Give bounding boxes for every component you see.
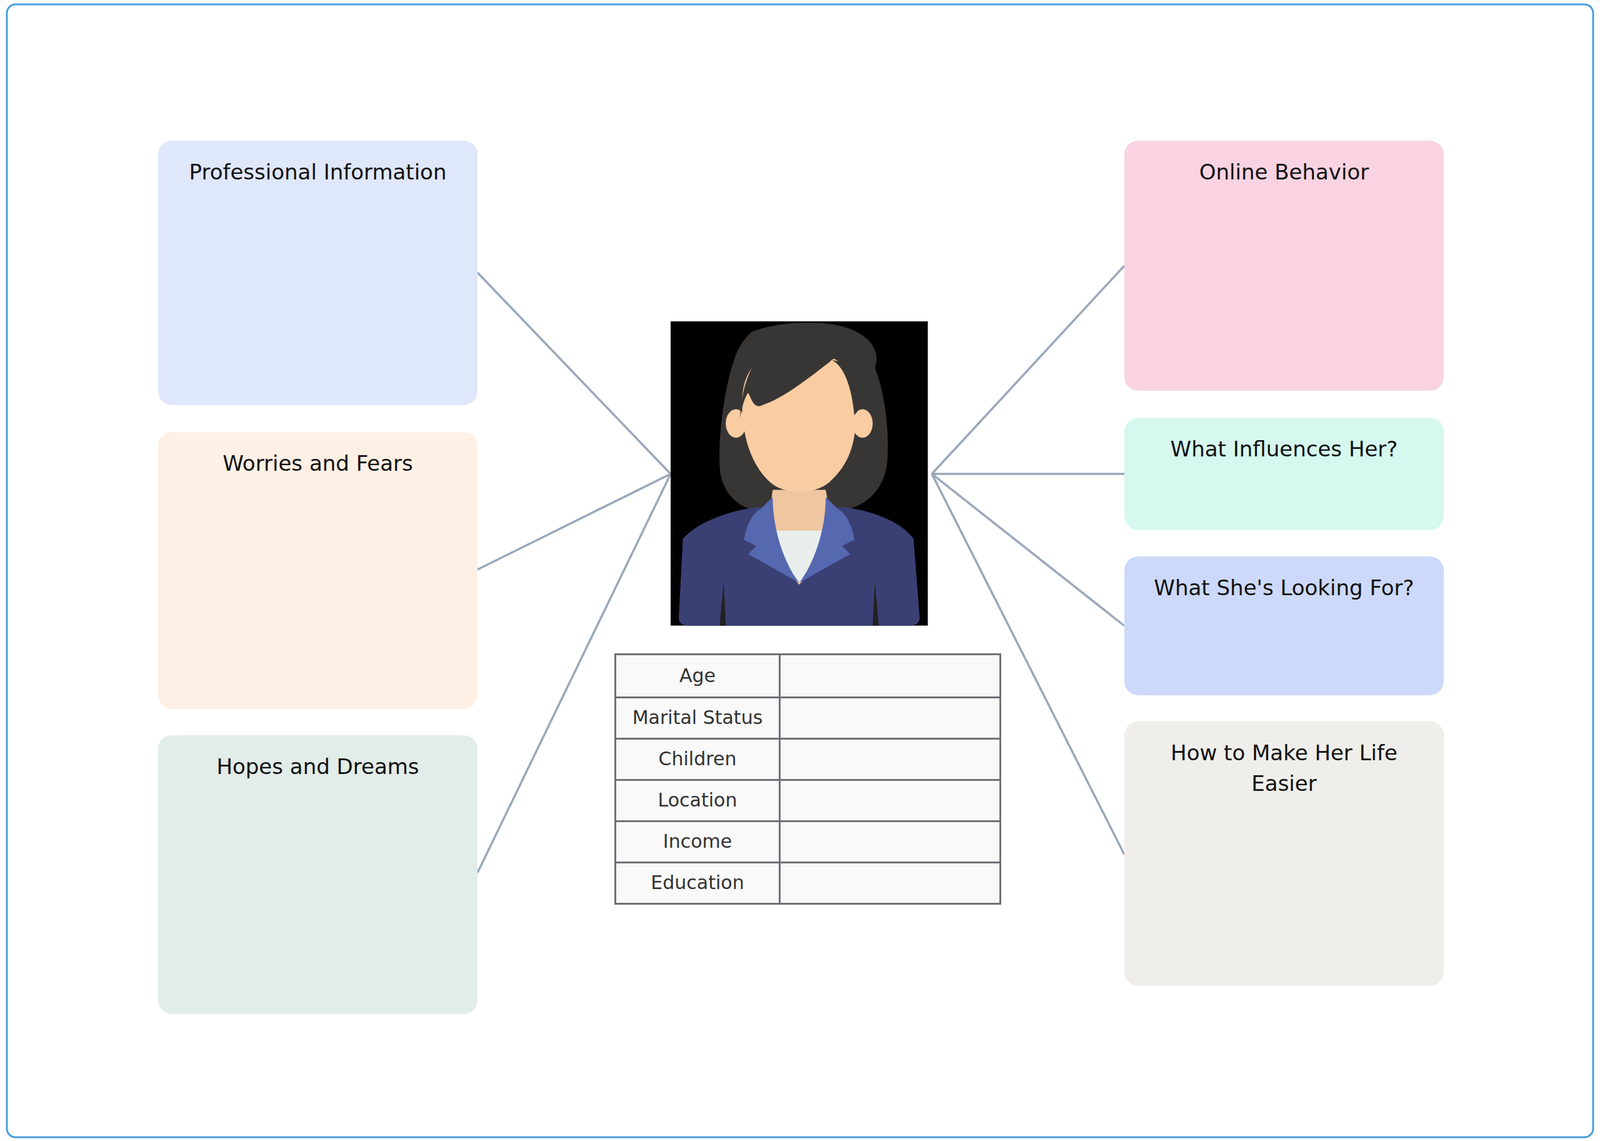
- leader-line: [477, 473, 671, 570]
- empty-cell: [780, 863, 1000, 903]
- table-cell: Age: [616, 655, 781, 697]
- lapel: [799, 496, 855, 583]
- leader-line: [931, 473, 1125, 626]
- persona-section-box: What She's Looking For?: [1124, 556, 1444, 695]
- persona-section-box: Professional Information: [158, 140, 478, 405]
- table-cell: Children: [616, 739, 781, 779]
- empty-cell: [780, 698, 1000, 738]
- hair-side: [831, 360, 863, 415]
- avatar-background: [670, 321, 929, 626]
- persona-section-box: Online Behavior: [1124, 140, 1444, 391]
- persona-section-box: Hopes and Dreams: [158, 735, 478, 1014]
- demographics-table: AgeMarital StatusChildrenLocationIncomeE…: [614, 653, 1002, 905]
- empty-cell: [780, 780, 1000, 820]
- fringe: [740, 335, 853, 419]
- section-heading: Professional Information: [176, 156, 459, 188]
- table-row: Location: [616, 778, 1000, 820]
- leader-line: [931, 265, 1125, 474]
- outer-frame: [6, 4, 1594, 1137]
- jacket-shadow: [719, 581, 879, 625]
- empty-cell: [780, 821, 1000, 862]
- empty-cell: [780, 739, 1000, 779]
- empty-cell: [780, 655, 1000, 697]
- section-heading: What Influences Her?: [1143, 433, 1425, 465]
- persona-section-box: How to Make Her Life Easier: [1124, 721, 1444, 986]
- section-heading: Hopes and Dreams: [176, 751, 459, 782]
- lapel: [744, 496, 800, 583]
- table-cell: Marital Status: [616, 698, 781, 738]
- table-row: Education: [616, 861, 1000, 903]
- table-cell: Education: [616, 863, 781, 903]
- persona-section-box: What Influences Her?: [1124, 417, 1444, 530]
- section-heading: What She's Looking For?: [1143, 572, 1425, 604]
- table-row: Children: [616, 737, 1000, 779]
- table-row: Income: [616, 820, 1000, 862]
- section-heading: Online Behavior: [1143, 156, 1425, 188]
- persona-avatar: [670, 321, 929, 626]
- persona-section-box: Worries and Fears: [158, 431, 478, 709]
- table-cell: Income: [616, 821, 781, 862]
- table-cell: Location: [616, 780, 781, 820]
- leader-line: [477, 272, 671, 474]
- table-row: Marital Status: [616, 696, 1000, 738]
- table-row: Age: [616, 655, 1000, 697]
- hair: [719, 322, 888, 512]
- section-heading: Worries and Fears: [176, 448, 459, 479]
- section-heading: How to Make Her Life Easier: [1143, 737, 1425, 800]
- leader-line: [931, 472, 1125, 475]
